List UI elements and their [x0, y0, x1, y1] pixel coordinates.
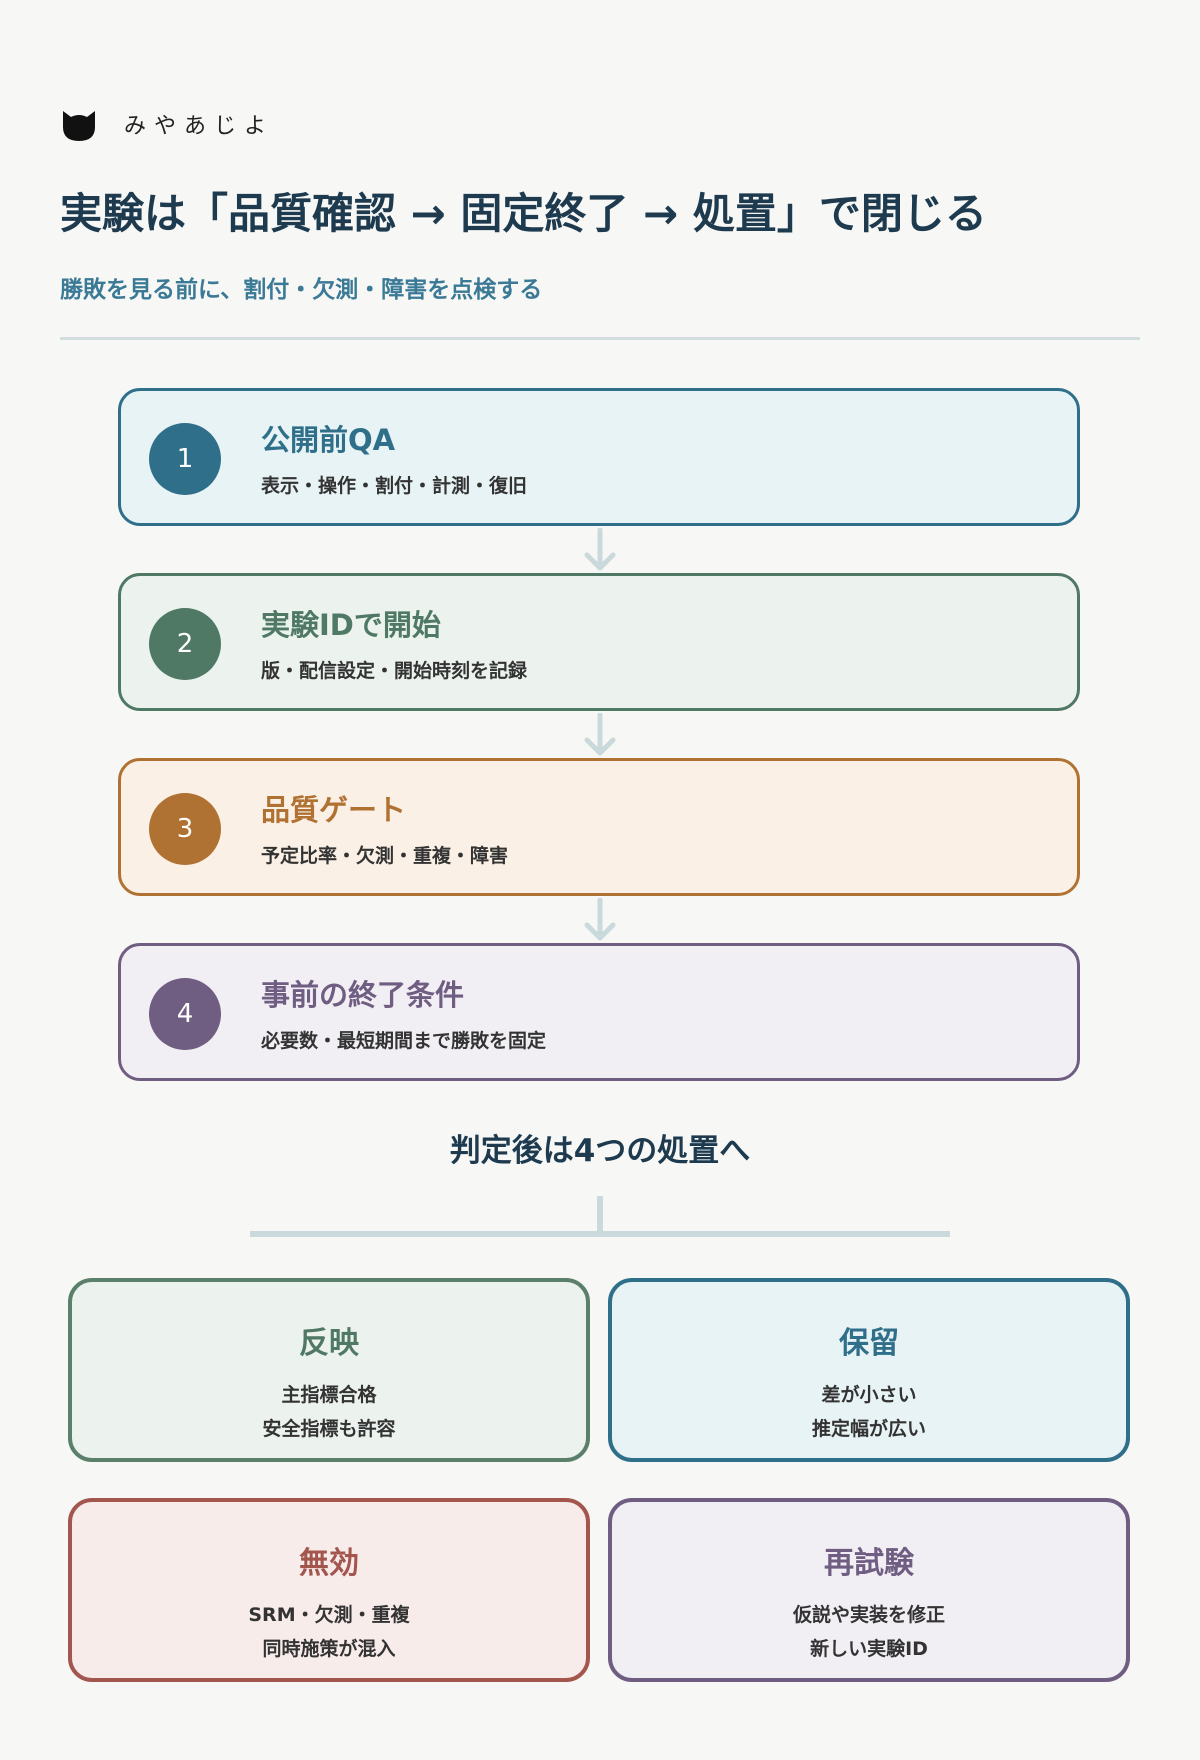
outcome-line: 主指標合格 [281, 1384, 377, 1406]
outcome-line: 推定幅が広い [811, 1418, 926, 1440]
step-description: 必要数・最短期間まで勝敗を固定 [261, 1030, 547, 1052]
step-title: 実験IDで開始 [261, 608, 441, 642]
step-card-1: 1 公開前QA 表示・操作・割付・計測・復旧 [118, 388, 1080, 526]
divider [60, 337, 1140, 340]
outcome-line: 仮説や実装を修正 [792, 1604, 945, 1626]
step-number-badge: 4 [149, 978, 221, 1050]
step-number-badge: 2 [149, 608, 221, 680]
outcome-line: SRM・欠測・重複 [248, 1604, 410, 1626]
step-card-4: 4 事前の終了条件 必要数・最短期間まで勝敗を固定 [118, 943, 1080, 1081]
outcome-title: 反映 [299, 1326, 359, 1361]
cat-icon [63, 111, 95, 141]
step-number-badge: 1 [149, 423, 221, 495]
step-description: 版・配信設定・開始時刻を記録 [261, 660, 528, 682]
step-card-2: 2 実験IDで開始 版・配信設定・開始時刻を記録 [118, 573, 1080, 711]
outcome-line: 同時施策が混入 [262, 1638, 396, 1660]
page-title: 実験は「品質確認 → 固定終了 → 処置」で閉じる [60, 189, 987, 238]
step-card-3: 3 品質ゲート 予定比率・欠測・重複・障害 [118, 758, 1080, 896]
step-title: 事前の終了条件 [261, 978, 465, 1012]
step-title: 公開前QA [261, 423, 396, 457]
down-arrow-icon [584, 898, 616, 941]
outcomes-heading: 判定後は4つの処置へ [449, 1133, 751, 1169]
down-arrow-icon [584, 713, 616, 756]
outcome-card-invalid: 無効 SRM・欠測・重複 同時施策が混入 [68, 1498, 590, 1682]
outcome-card-retest: 再試験 仮説や実装を修正 新しい実験ID [608, 1498, 1130, 1682]
outcome-card-adopt: 反映 主指標合格 安全指標も許容 [68, 1278, 590, 1462]
outcome-line: 安全指標も許容 [262, 1418, 396, 1440]
step-title: 品質ゲート [261, 793, 407, 827]
outcome-title: 保留 [839, 1326, 899, 1361]
outcome-card-hold: 保留 差が小さい 推定幅が広い [608, 1278, 1130, 1462]
step-description: 予定比率・欠測・重複・障害 [261, 845, 509, 867]
outcome-title: 無効 [299, 1546, 359, 1581]
brand-name: みやあじよ [124, 114, 275, 139]
down-arrow-icon [584, 528, 616, 571]
outcome-line: 新しい実験ID [810, 1638, 928, 1660]
outcome-line: 差が小さい [821, 1384, 917, 1406]
step-description: 表示・操作・割付・計測・復旧 [261, 475, 528, 497]
step-number-badge: 3 [149, 793, 221, 865]
brand: みやあじよ [60, 104, 274, 144]
outcome-title: 再試験 [824, 1546, 914, 1581]
branch-connector [250, 1196, 950, 1237]
page-subtitle: 勝敗を見る前に、割付・欠測・障害を点検する [60, 277, 543, 303]
